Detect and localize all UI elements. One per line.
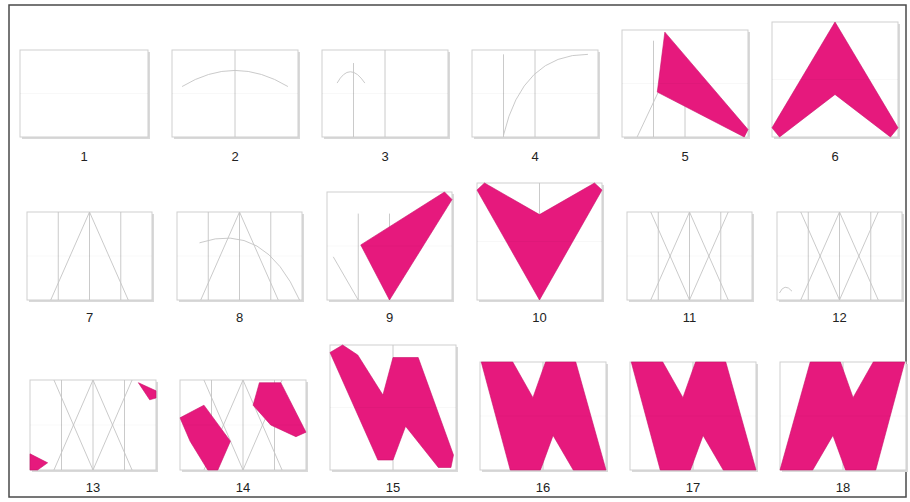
paper-sheet: [480, 362, 606, 470]
faint-crease: [30, 425, 156, 426]
paper-sheet: [180, 380, 306, 470]
step-panel: [20, 50, 150, 139]
paper-sheet: [477, 183, 602, 300]
step-number: 18: [834, 481, 852, 494]
crease-line: [503, 54, 504, 137]
paper-sheet: [327, 192, 452, 300]
step-number: 10: [530, 311, 548, 324]
step-number: 5: [679, 150, 690, 163]
step-panel: [322, 50, 450, 139]
faint-crease: [472, 93, 598, 94]
paper-sheet: [630, 362, 756, 470]
paper-sheet: [322, 50, 448, 137]
faint-crease: [477, 241, 602, 242]
guide-arc: [504, 54, 588, 135]
paper-sheet: [172, 50, 298, 137]
folded-flap: [180, 405, 230, 470]
step-number: 17: [684, 481, 702, 494]
paper-sheet: [622, 30, 748, 137]
step-panel: [27, 212, 154, 302]
faint-crease: [622, 83, 748, 84]
step-panel: [480, 362, 608, 472]
step-panel: [472, 50, 600, 139]
step-panel: [180, 380, 308, 472]
folded-flap: [657, 32, 748, 137]
step-number: 13: [84, 481, 102, 494]
faint-crease: [480, 416, 606, 417]
guide-arc: [182, 70, 288, 86]
step-panel: [777, 212, 904, 302]
step-number: 16: [534, 481, 552, 494]
step-number: 8: [234, 311, 245, 324]
step-number: 12: [830, 311, 848, 324]
folded-flap: [330, 345, 453, 468]
faint-crease: [627, 256, 752, 257]
guide-arc: [337, 72, 365, 83]
step-panel: [327, 192, 454, 302]
guide-arc: [200, 238, 300, 300]
crease-line: [353, 63, 354, 137]
paper-sheet: [330, 345, 456, 470]
paper-sheet: [772, 22, 898, 137]
paper-sheet: [20, 50, 148, 137]
paper-sheet: [472, 50, 598, 137]
step-number: 14: [234, 481, 252, 494]
step-panel: [30, 380, 158, 472]
folded-flap: [253, 383, 306, 437]
guide-arc: [780, 287, 793, 293]
faint-crease: [777, 256, 902, 257]
faint-crease: [772, 79, 898, 80]
step-number: 11: [681, 311, 699, 324]
faint-crease: [327, 246, 452, 247]
paper-sheet: [177, 212, 302, 300]
paper-sheet: [27, 212, 152, 300]
step-number: 9: [384, 311, 395, 324]
faint-crease: [322, 93, 448, 94]
step-panel: [630, 362, 758, 472]
step-panel: [622, 30, 750, 139]
crease-line: [333, 257, 358, 300]
paper-sheet: [780, 362, 906, 470]
faint-crease: [172, 93, 298, 94]
step-number: 15: [384, 481, 402, 494]
crease-line: [653, 41, 654, 137]
step-number: 7: [84, 311, 95, 324]
faint-crease: [27, 256, 152, 257]
crease-line: [358, 214, 359, 300]
step-panel: [627, 212, 754, 302]
faint-crease: [630, 416, 756, 417]
step-panel: [172, 50, 300, 139]
step-number: 4: [529, 150, 540, 163]
folded-flap: [30, 454, 48, 470]
step-panel: [780, 362, 908, 472]
faint-crease: [330, 407, 456, 408]
step-number: 2: [229, 150, 240, 163]
step-number: 6: [829, 150, 840, 163]
paper-sheet: [777, 212, 902, 300]
paper-sheet: [30, 380, 156, 470]
folded-flap: [138, 383, 156, 400]
folded-flap: [477, 183, 602, 300]
step-panel: [330, 345, 458, 472]
step-number: 1: [78, 150, 89, 163]
folded-flap: [772, 22, 898, 137]
faint-crease: [20, 93, 148, 94]
faint-crease: [177, 256, 302, 257]
figure-frame: [9, 5, 906, 497]
faint-crease: [180, 425, 306, 426]
step-number: 3: [379, 150, 390, 163]
step-panel: [477, 183, 604, 302]
step-panel: [177, 212, 304, 302]
paper-sheet: [627, 212, 752, 300]
crease-line: [637, 89, 660, 137]
step-panel: [772, 22, 900, 139]
faint-crease: [780, 416, 906, 417]
crease-line: [539, 183, 540, 218]
